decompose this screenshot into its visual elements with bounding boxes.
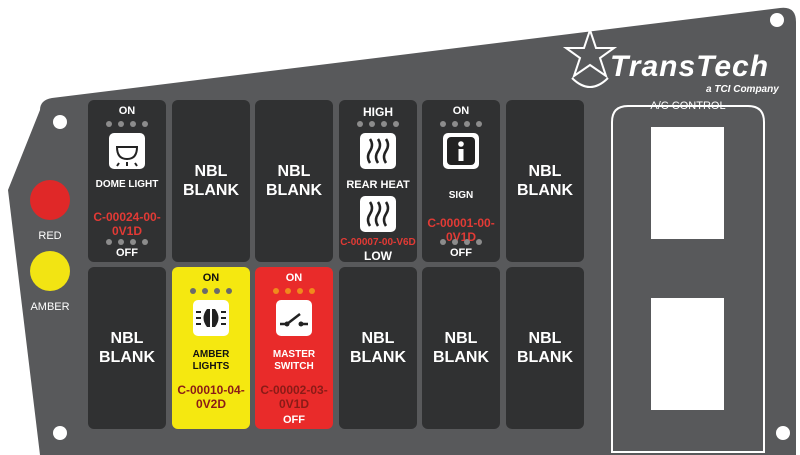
- master-on-label: ON: [285, 272, 303, 284]
- amber-lights-label: AMBER LIGHTS: [192, 349, 230, 372]
- dome-light-label: DOME LIGHT: [95, 179, 159, 190]
- blank-label: NBL BLANK: [266, 163, 322, 199]
- amber-lights-leds: [190, 288, 232, 294]
- blank-switch-r2c6[interactable]: NBL BLANK: [506, 267, 584, 429]
- blank-switch-r2c1[interactable]: NBL BLANK: [88, 267, 166, 429]
- mount-hole: [776, 426, 790, 440]
- rear-heat-upper-leds: [357, 121, 399, 127]
- sign-off-label: OFF: [450, 247, 472, 259]
- master-off-label: OFF: [283, 414, 305, 426]
- dome-upper-leds: [106, 121, 148, 127]
- blank-switch-r2c4[interactable]: NBL BLANK: [339, 267, 417, 429]
- rear-heat-high-label: HIGH: [363, 105, 393, 119]
- rear-heat-low-label: LOW: [364, 249, 392, 263]
- amber-lights-icon: [193, 300, 229, 336]
- sign-switch[interactable]: ON SIGN C-00001-00- 0V1D OFF: [422, 100, 500, 262]
- blank-label: NBL BLANK: [517, 163, 573, 199]
- sign-on-label: ON: [452, 105, 470, 117]
- mount-hole: [53, 115, 67, 129]
- sign-upper-leds: [440, 121, 482, 127]
- master-switch[interactable]: ON MASTER SWITCH C-00002-03- 0V1D OFF: [255, 267, 333, 429]
- amber-indicator-label: AMBER: [30, 301, 70, 313]
- brand-tagline: a TCI Company: [706, 84, 779, 95]
- dome-part-code: C-00024-00- 0V1D: [93, 210, 161, 238]
- amber-lights-part-code: C-00010-04- 0V2D: [177, 383, 245, 411]
- amber-indicator-light: [30, 251, 70, 291]
- info-icon: [443, 133, 479, 169]
- dome-light-icon: [109, 133, 145, 169]
- blank-switch-r2c5[interactable]: NBL BLANK: [422, 267, 500, 429]
- ac-control-upper-window[interactable]: [651, 127, 724, 239]
- blank-switch-r1c6[interactable]: NBL BLANK: [506, 100, 584, 262]
- ac-control-lower-window[interactable]: [651, 298, 724, 410]
- blank-switch-r1c2[interactable]: NBL BLANK: [172, 100, 250, 262]
- ac-control-outline: [611, 105, 765, 453]
- brand-name: TransTech: [610, 50, 770, 83]
- dome-off-label: OFF: [116, 247, 138, 259]
- rear-heat-switch[interactable]: HIGH REAR HEAT C-00007-00-V6D LOW: [339, 100, 417, 263]
- blank-label: NBL BLANK: [350, 330, 406, 366]
- mount-hole: [770, 13, 784, 27]
- master-part-code: C-00002-03- 0V1D: [260, 383, 328, 411]
- rear-heat-label: REAR HEAT: [346, 179, 410, 191]
- blank-label: NBL BLANK: [99, 330, 155, 366]
- heat-waves-icon: [360, 133, 396, 169]
- sign-label: SIGN: [448, 190, 474, 201]
- dome-light-switch[interactable]: ON DOME LIGHT C-00024-00- 0V1D OFF: [88, 100, 166, 262]
- dome-lower-leds: [106, 239, 148, 245]
- red-indicator-label: RED: [38, 230, 62, 242]
- blank-label: NBL BLANK: [433, 330, 489, 366]
- ac-control-title: A/C CONTROL: [650, 100, 726, 112]
- dome-on-label: ON: [118, 105, 136, 117]
- red-indicator-light: [30, 180, 70, 220]
- mount-hole: [53, 426, 67, 440]
- master-leds: [273, 288, 315, 294]
- rear-heat-part-code: C-00007-00-V6D: [340, 237, 416, 248]
- star-logo-icon: [562, 26, 618, 88]
- blank-label: NBL BLANK: [183, 163, 239, 199]
- master-switch-icon: [276, 300, 312, 336]
- sign-lower-leds: [440, 239, 482, 245]
- blank-label: NBL BLANK: [517, 330, 573, 366]
- master-switch-label: MASTER SWITCH: [272, 349, 316, 372]
- amber-lights-on-label: ON: [202, 272, 220, 284]
- heat-waves-icon: [360, 196, 396, 232]
- blank-switch-r1c3[interactable]: NBL BLANK: [255, 100, 333, 262]
- amber-lights-switch[interactable]: ON AMBER LIGHTS C-00010-04- 0V2D: [172, 267, 250, 429]
